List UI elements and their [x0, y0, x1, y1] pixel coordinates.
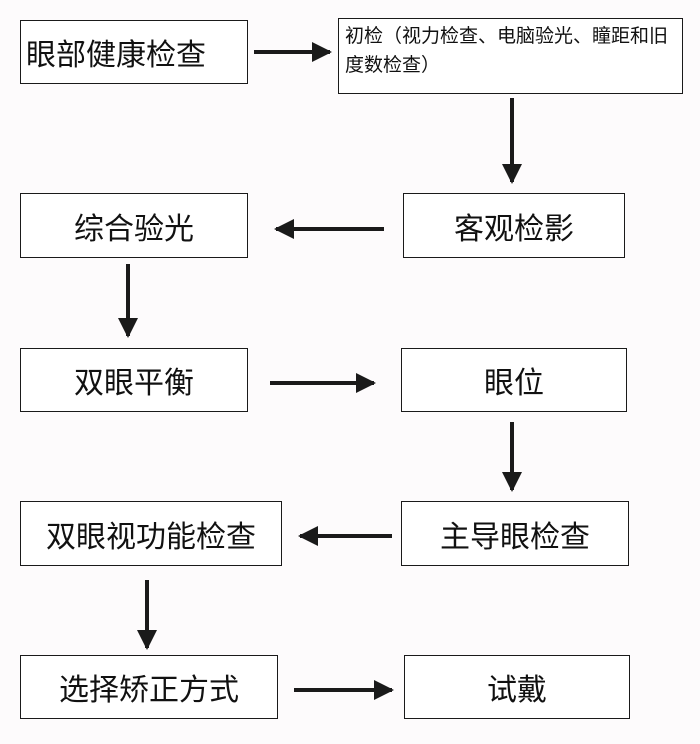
- node-objective-refraction: 客观检影: [403, 193, 625, 258]
- node-initial-exam: 初检（视力检查、电脑验光、瞳距和旧度数检查）: [338, 18, 683, 94]
- node-binocular-function-check: 双眼视功能检查: [20, 501, 282, 566]
- node-trial-wear: 试戴: [404, 655, 630, 719]
- node-eye-position: 眼位: [401, 348, 627, 412]
- node-eye-health-check: 眼部健康检查: [20, 20, 248, 84]
- node-choose-correction-method: 选择矫正方式: [20, 655, 278, 719]
- node-binocular-balance: 双眼平衡: [20, 348, 248, 412]
- node-dominant-eye-check: 主导眼检查: [401, 501, 629, 566]
- node-comprehensive-refraction: 综合验光: [20, 193, 248, 258]
